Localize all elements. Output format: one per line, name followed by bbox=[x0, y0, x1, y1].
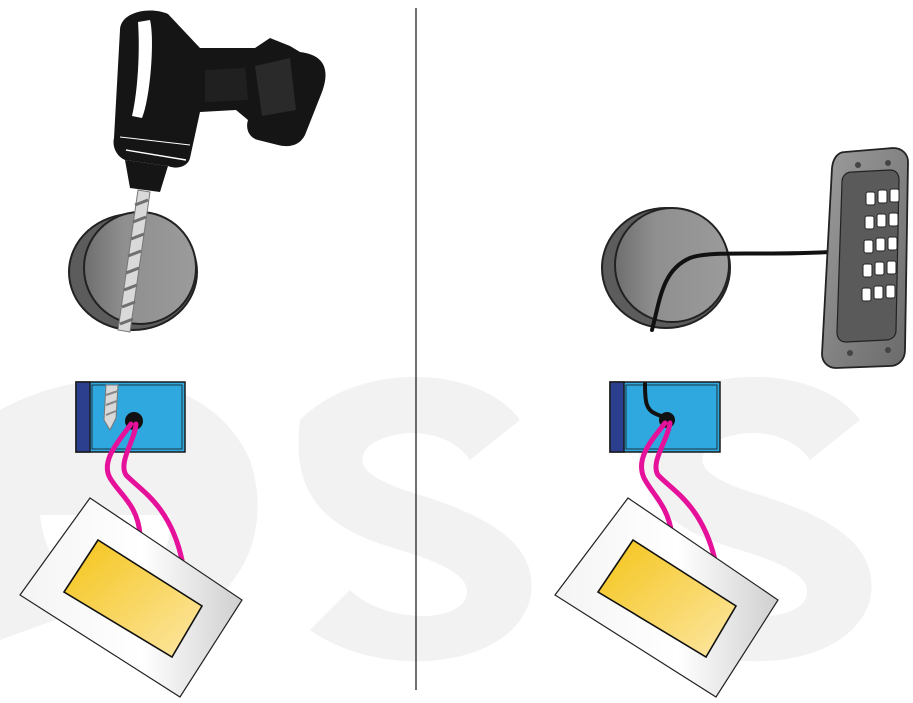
left-panel bbox=[19, 10, 326, 698]
keypad-wire bbox=[650, 250, 832, 332]
cable bbox=[104, 421, 185, 563]
cable bbox=[639, 420, 718, 563]
drill-icon bbox=[113, 10, 326, 192]
keypad-icon bbox=[821, 147, 909, 369]
yellow-card bbox=[19, 497, 243, 698]
drill-bit bbox=[117, 189, 151, 333]
round-puck bbox=[601, 207, 731, 329]
yellow-card bbox=[554, 497, 779, 698]
blue-block bbox=[609, 381, 721, 453]
right-panel bbox=[554, 147, 909, 698]
